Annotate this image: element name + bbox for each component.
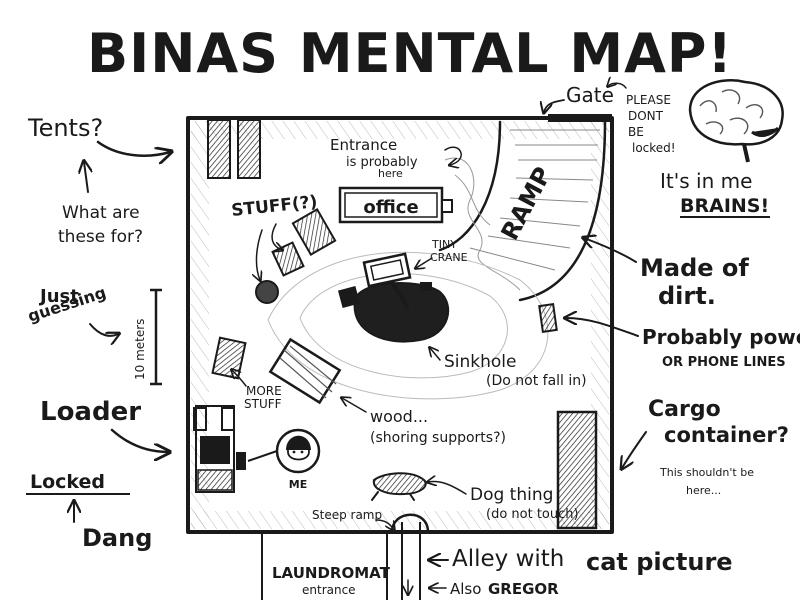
entrance-label-1: Entrance: [330, 136, 397, 154]
dang-label: Dang: [82, 524, 152, 552]
wood-pile: [268, 337, 342, 405]
steep-ramp-label: Steep ramp: [312, 508, 382, 522]
stuff-arrow-1: [271, 223, 282, 250]
container-label: container?: [664, 423, 789, 447]
brains-label: BRAINS!: [680, 195, 769, 217]
me-avatar: [275, 428, 321, 474]
guessing-arrow: [89, 323, 118, 336]
loader-arrow: [110, 428, 168, 452]
sinkhole-arrow: [430, 348, 441, 361]
probably-power-label: Probably power: [642, 325, 800, 349]
gate-arrow: [544, 99, 565, 112]
made-of-label: Made of: [640, 254, 749, 282]
power-box: [538, 303, 558, 333]
wood-arrow: [342, 398, 367, 413]
what-are-label: What are: [62, 203, 140, 223]
also-label: Also: [450, 580, 481, 598]
gate-note-arrow: [608, 83, 627, 88]
be-label: BE: [628, 125, 644, 139]
dog-thing-label: Dog thing: [470, 485, 553, 505]
me-connector: [247, 450, 278, 462]
please-label: PLEASE: [626, 93, 671, 107]
more-stuff-item: [211, 336, 247, 380]
cargo-container: [556, 410, 598, 530]
entrance-label-3: here: [378, 167, 403, 180]
tents-label: Tents?: [27, 114, 103, 142]
just-label: Just: [38, 286, 79, 307]
scale-label: 10 meters: [133, 319, 147, 380]
more-label: MORE: [246, 384, 282, 398]
loader-label: Loader: [40, 397, 141, 427]
its-in-me-label: It's in me: [660, 169, 752, 193]
more-stuff-label: STUFF: [244, 397, 282, 411]
tents-arrow: [96, 140, 170, 156]
dog-thing-note: (do not touch): [486, 507, 579, 522]
sinkhole-note: (Do not fall in): [486, 373, 587, 389]
tiny-crane: [337, 252, 432, 310]
dirt-scribble: [444, 157, 521, 291]
tents-question-arrow: [84, 162, 88, 193]
locked-gate-label: locked!: [632, 141, 676, 155]
sinkhole-label: Sinkhole: [444, 352, 517, 372]
gate-label: Gate: [566, 83, 614, 107]
dont-label: DONT: [628, 109, 664, 123]
map-title: BINAS MENTAL MAP!: [87, 22, 733, 85]
entrance-label-2: is probably: [346, 155, 418, 170]
cat-picture-label: cat picture: [586, 548, 733, 576]
cargo-label: Cargo: [648, 397, 721, 422]
stuff-items: [255, 208, 337, 304]
dirt-arrow: [584, 238, 637, 263]
more-stuff-arrow: [232, 370, 247, 387]
shouldnt-label-1: This shouldn't be: [659, 466, 754, 479]
power-arrow: [566, 318, 639, 337]
crane-label: CRANE: [430, 251, 468, 264]
brain-drawing: [688, 79, 784, 163]
sinkhole: [267, 251, 549, 400]
office-label: office: [363, 197, 418, 218]
cargo-arrow: [622, 431, 647, 468]
ramp-label: RAMP: [496, 162, 558, 244]
tiny-label: TINY: [431, 238, 457, 251]
gregor-label: GREGOR: [488, 580, 559, 598]
laundromat-entrance-label: entrance: [302, 583, 356, 597]
steep-ramp-arrow: [375, 519, 394, 530]
crane-arrow: [416, 257, 433, 268]
phone-lines-label: OR PHONE LINES: [662, 355, 786, 370]
loader-vehicle: [193, 405, 246, 493]
dog-arrow: [428, 482, 467, 495]
laundromat-label: LAUNDROMAT: [272, 564, 391, 582]
shoring-label: (shoring supports?): [370, 430, 506, 446]
shouldnt-label-2: here...: [686, 484, 721, 497]
tents: [207, 119, 261, 179]
entrance-arrow: [444, 146, 462, 165]
scale-bar: [150, 288, 162, 386]
wood-label: wood...: [370, 407, 428, 426]
gate: [548, 114, 612, 122]
locked-label: Locked: [30, 471, 105, 493]
dirt-label: dirt.: [658, 282, 716, 310]
ramp: RAMP: [438, 120, 607, 302]
me-label: ME: [289, 478, 307, 491]
stuff-arrow-2: [256, 229, 263, 280]
dog-thing: [371, 472, 427, 501]
these-for-label: these for?: [58, 227, 143, 247]
office-building: office: [338, 186, 453, 224]
alley-with-label: Alley with: [452, 546, 564, 572]
